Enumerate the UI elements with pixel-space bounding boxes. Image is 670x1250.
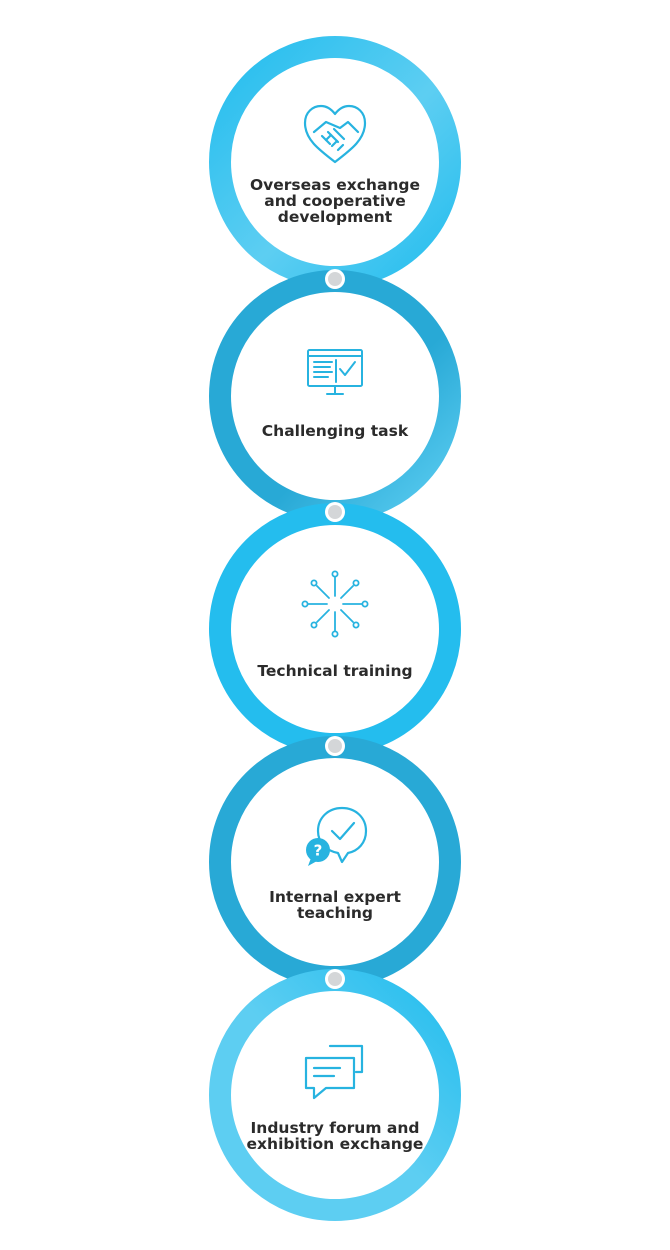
step-label: Internal expert teaching <box>269 888 401 922</box>
step-label: Challenging task <box>261 422 409 440</box>
chat-bubbles-icon <box>304 1044 364 1100</box>
handshake-heart-icon <box>303 104 367 164</box>
connector-dot-2-inner <box>328 505 342 519</box>
burst-network-icon <box>301 570 369 638</box>
monitor-checklist-icon <box>307 349 363 395</box>
step-challenging-task: Challenging task <box>210 271 460 521</box>
step-label: Technical training <box>257 662 413 680</box>
step-overseas-exchange: Overseas exchange and cooperative develo… <box>210 37 460 287</box>
step-industry-forum: Industry forum and exhibition exchange <box>210 970 460 1220</box>
step-label: Industry forum and exhibition exchange <box>246 1119 424 1153</box>
connector-dot-4-inner <box>328 972 342 986</box>
connector-dot-3-inner <box>328 739 342 753</box>
step-label: Overseas exchange and cooperative develo… <box>249 176 421 226</box>
step-internal-expert: ? Internal expert teaching <box>210 737 460 987</box>
step-technical-training: Technical training <box>210 504 460 754</box>
question-badge <box>306 838 330 862</box>
speech-check-question-icon: ? <box>306 806 368 866</box>
connector-dot-1-inner <box>328 272 342 286</box>
svg-text:?: ? <box>314 842 323 860</box>
